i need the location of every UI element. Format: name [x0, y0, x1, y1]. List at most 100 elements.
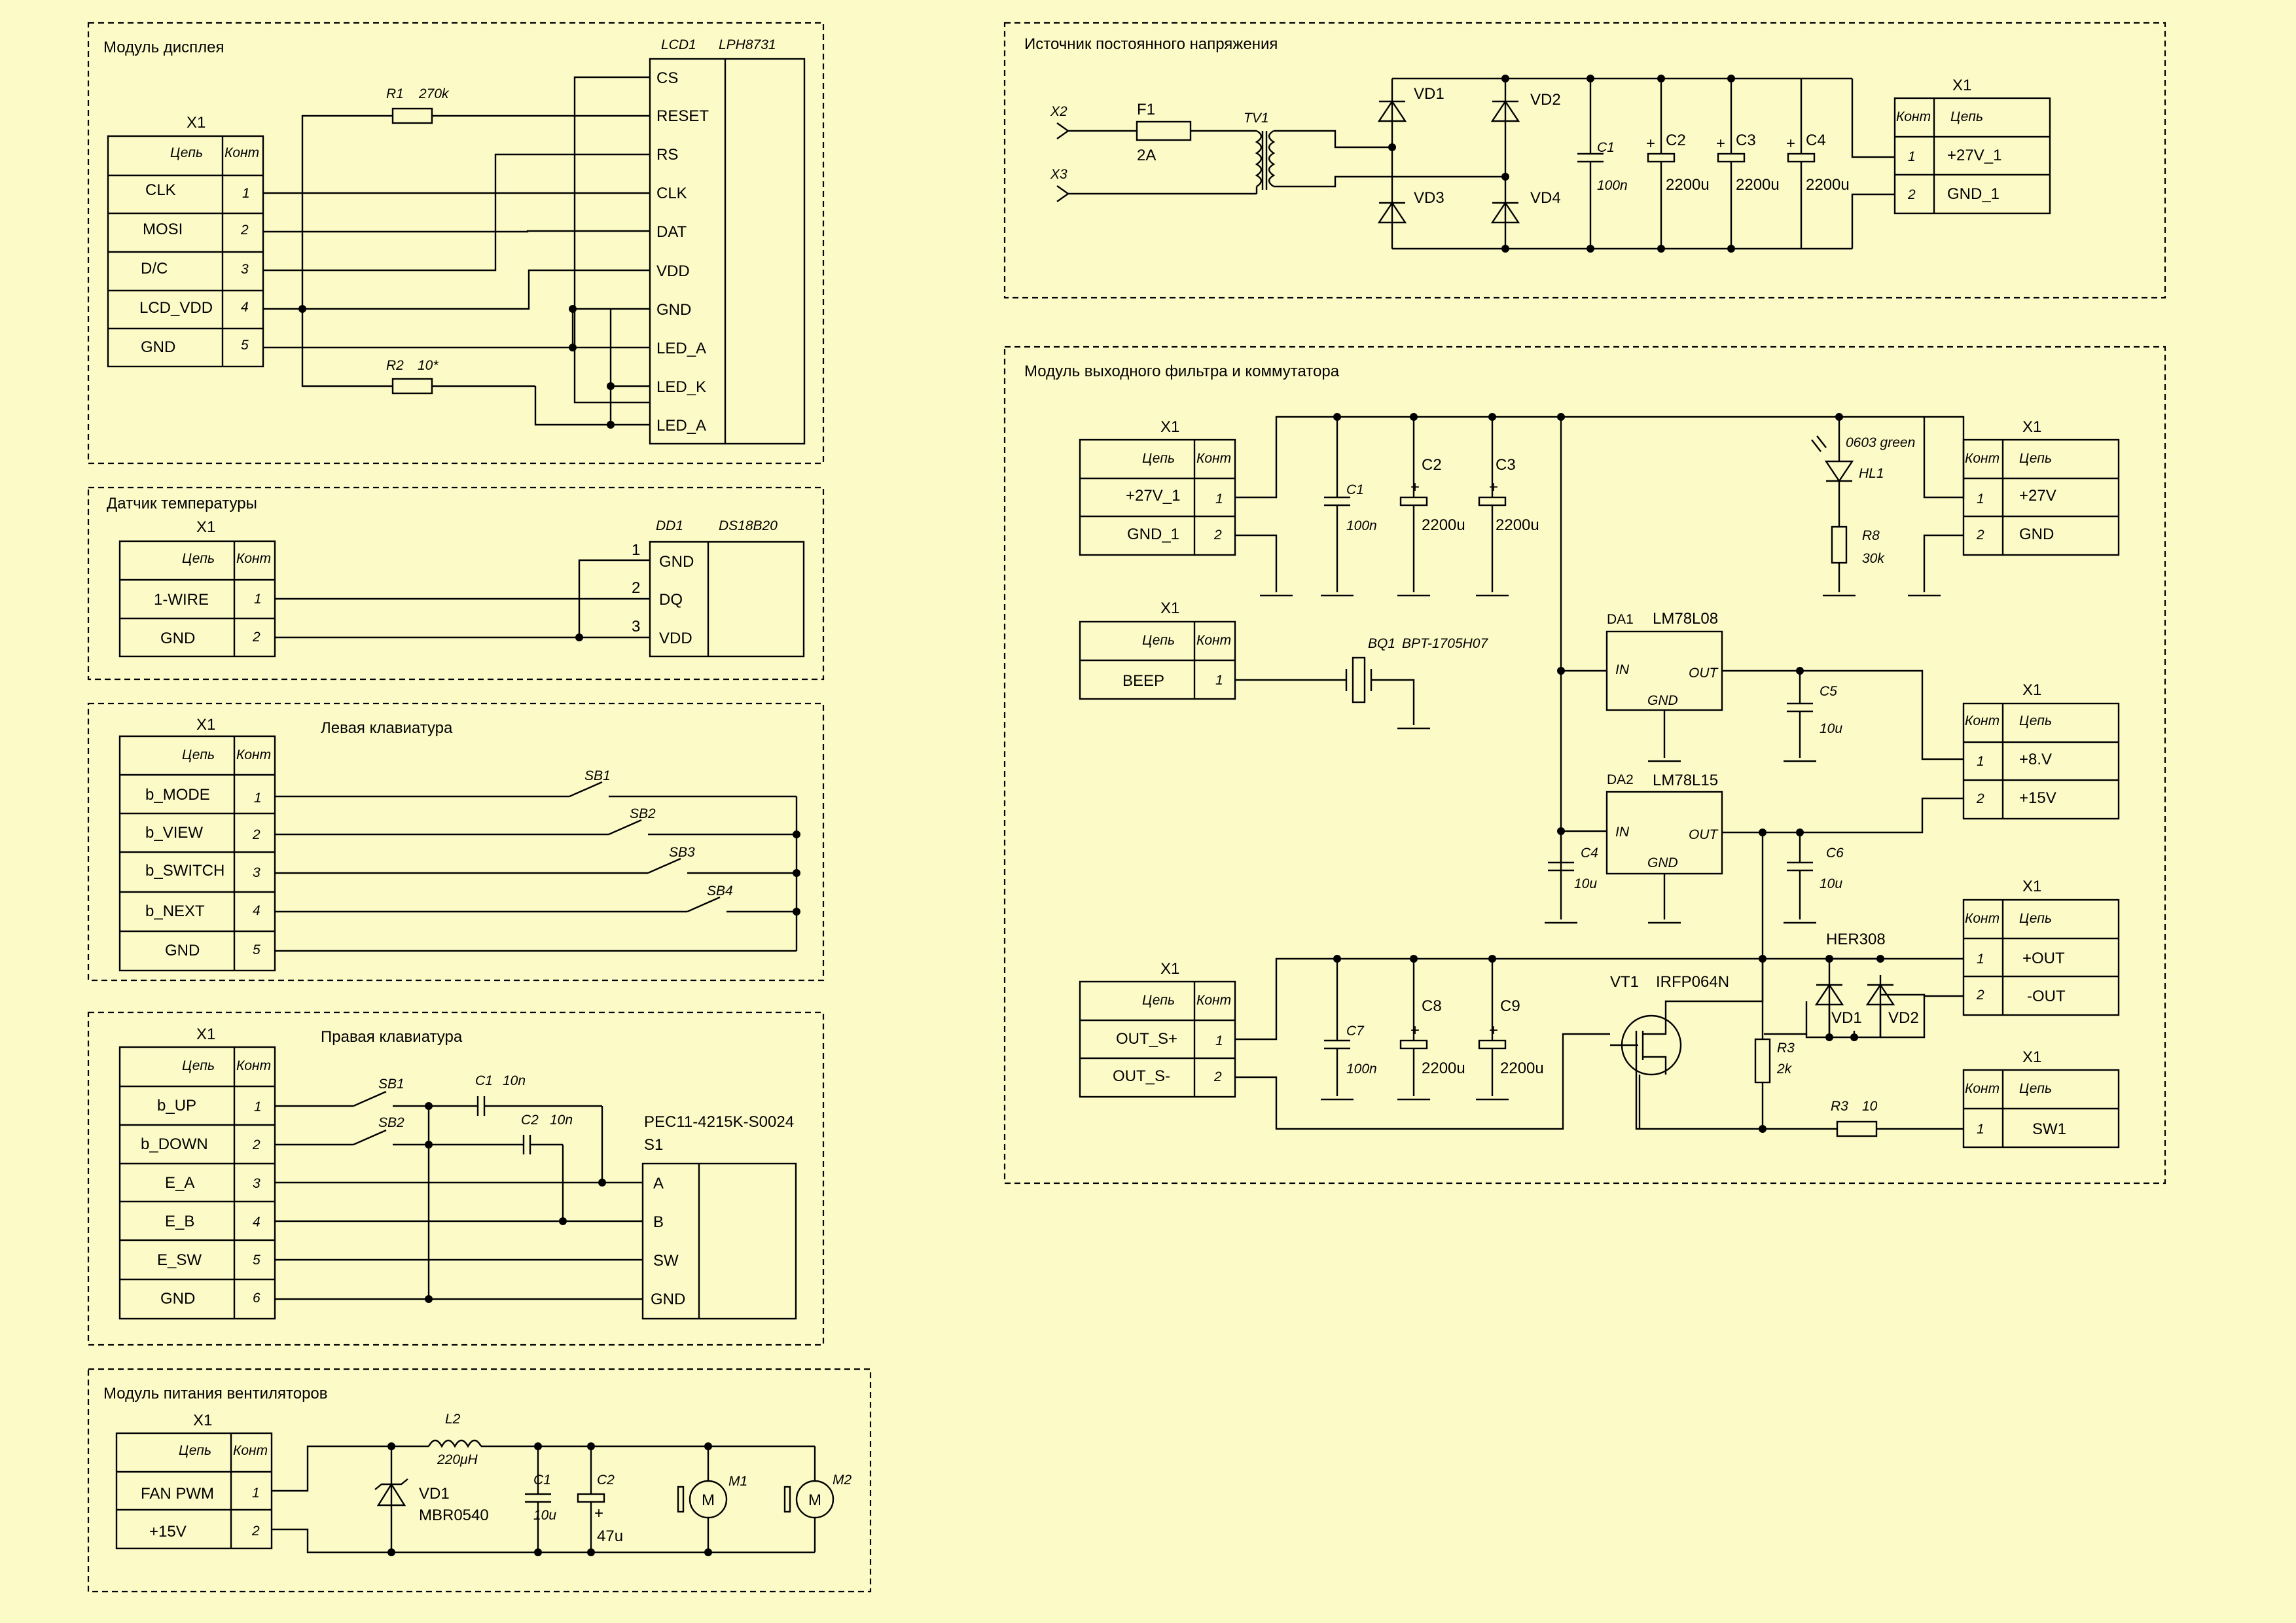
- schematic-label: VD2: [1888, 1009, 1919, 1027]
- svg-text:+: +: [1646, 135, 1655, 152]
- schematic-label: 47u: [597, 1527, 623, 1545]
- schematic-label: 4: [253, 1215, 260, 1230]
- schematic-label: 1: [1215, 1033, 1223, 1048]
- schematic-label: 1: [1977, 952, 1984, 967]
- connector-x1: X1 Цепь Конт CLK MOSI D/C LCD_VDD GND 1 …: [107, 114, 264, 368]
- schematic-label: 220μH: [437, 1452, 478, 1467]
- schematic-label: Правая клавиатура: [321, 1028, 463, 1046]
- schematic-label: 100n: [1346, 518, 1377, 533]
- schematic-label: 5: [253, 1253, 260, 1268]
- schematic-label: Конт: [1965, 713, 2000, 728]
- schematic-label: GND_1: [1127, 526, 1179, 543]
- schematic-label: FAN PWM: [141, 1485, 214, 1503]
- schematic-label: 2200u: [1496, 516, 1539, 534]
- schematic-label: VD1: [1831, 1009, 1862, 1027]
- schematic-label: +8.V: [2019, 751, 2052, 768]
- schematic-label: 2200u: [1736, 176, 1780, 194]
- schematic-label: 1: [1908, 149, 1916, 164]
- schematic-label: 2A: [1137, 147, 1156, 164]
- schematic-label: VD1: [419, 1485, 450, 1503]
- schematic-label: 270k: [418, 86, 450, 101]
- schematic-label: GND: [1647, 855, 1678, 870]
- block-display: Модуль дисплея X1 Цепь Конт CLK MOSI D/C…: [87, 22, 825, 465]
- schematic-label: 10: [1862, 1099, 1878, 1114]
- display-wires: R1 270k R2 10*: [263, 76, 650, 429]
- schematic-label: DQ: [659, 591, 683, 609]
- block-temperature: Датчик температуры X1 Цепь Конт 1-WIRE G…: [87, 486, 825, 681]
- schematic-label: 0603 green: [1846, 435, 1915, 450]
- schematic-label: GND: [160, 1290, 195, 1308]
- schematic-label: Модуль выходного фильтра и коммутатора: [1024, 363, 1340, 380]
- schematic-label: C1: [533, 1472, 551, 1488]
- schematic-label: 3: [632, 618, 640, 635]
- schematic-label: 2: [632, 579, 640, 597]
- schematic-label: R3: [1777, 1041, 1795, 1056]
- schematic-label: Конт: [1965, 1081, 2000, 1096]
- schematic-label: C3: [1496, 456, 1516, 474]
- schematic-label: C7: [1346, 1024, 1365, 1039]
- schematic-label: b_SWITCH: [145, 862, 224, 880]
- schematic-label: C1: [475, 1073, 493, 1088]
- schematic-label: 2: [1976, 527, 1984, 543]
- schematic-label: C2: [1666, 132, 1686, 149]
- schematic-label: GND: [160, 630, 195, 647]
- schematic-label: VD1: [1414, 85, 1444, 103]
- schematic-label: 2200u: [1806, 176, 1850, 194]
- schematic-label: TV1: [1244, 111, 1269, 126]
- schematic-label: 1: [254, 592, 262, 607]
- schematic-label: LM78L15: [1653, 772, 1718, 789]
- schematic-label: 4: [253, 903, 260, 918]
- schematic-label: HL1: [1859, 466, 1884, 481]
- schematic-label: C1: [1346, 482, 1364, 497]
- schematic-label: +27V_1: [1947, 147, 2001, 164]
- schematic-label: SB1: [584, 768, 611, 783]
- schematic-label: C2: [1422, 456, 1442, 474]
- schematic-label: DAT: [656, 223, 687, 241]
- block-power-supply: Источник постоянного напряжения X2 X3 F1…: [1003, 22, 2166, 299]
- fan-wires: + M M L2 220μH VD1 MBR0540 C1 10u C2 47u…: [272, 1412, 852, 1556]
- schematic-label: 2: [1976, 988, 1984, 1003]
- schematic-label: 1: [1215, 491, 1223, 507]
- schematic-label: OUT: [1689, 666, 1719, 681]
- schematic-label: 2: [251, 1524, 260, 1539]
- schematic-label: R8: [1862, 528, 1880, 543]
- schematic-label: 10n: [550, 1113, 573, 1128]
- schematic-label: X1: [2022, 681, 2041, 699]
- svg-text:+: +: [1410, 478, 1420, 496]
- schematic-label: MOSI: [143, 221, 183, 238]
- schematic-label: VDD: [656, 262, 690, 280]
- schematic-label: CLK: [145, 181, 176, 199]
- svg-text:+: +: [594, 1505, 603, 1522]
- schematic-label: DA1: [1607, 612, 1634, 627]
- schematic-label: 6: [253, 1291, 260, 1306]
- schematic-label: b_UP: [157, 1097, 196, 1115]
- schematic-label: 5: [241, 338, 249, 353]
- schematic-label: b_NEXT: [145, 902, 205, 920]
- schematic-label: 1: [632, 541, 640, 559]
- schematic-label: CLK: [656, 185, 687, 202]
- schematic-label: RS: [656, 146, 678, 164]
- schematic-label: +15V: [149, 1523, 187, 1541]
- schematic-label: VD2: [1530, 91, 1561, 109]
- block-left-keyboard: Левая клавиатура X1 Цепь Конт b_MODE b_V…: [87, 702, 825, 982]
- schematic-label: X1: [193, 1412, 212, 1429]
- schematic-label: LCD1: [661, 37, 696, 52]
- schematic-label: GND: [165, 942, 200, 959]
- schematic-label: BQ1: [1368, 636, 1395, 651]
- schematic-label: X1: [2022, 878, 2041, 895]
- schematic-label: +15V: [2019, 789, 2056, 807]
- schematic-label: 10u: [1574, 876, 1597, 891]
- schematic-label: 2: [1213, 527, 1222, 543]
- schematic-label: 2200u: [1422, 516, 1465, 534]
- schematic-label: 2: [1976, 791, 1984, 806]
- schematic-label: GND: [651, 1291, 685, 1308]
- svg-text:+: +: [1489, 1022, 1498, 1039]
- schematic-label: Цепь: [2019, 451, 2052, 466]
- schematic-label: Цепь: [1950, 109, 1983, 124]
- schematic-label: 30k: [1862, 551, 1885, 566]
- schematic-label: SW: [653, 1252, 679, 1270]
- schematic-label: GND: [659, 553, 694, 571]
- schematic-label: A: [653, 1175, 664, 1192]
- schematic-label: 1: [254, 791, 262, 806]
